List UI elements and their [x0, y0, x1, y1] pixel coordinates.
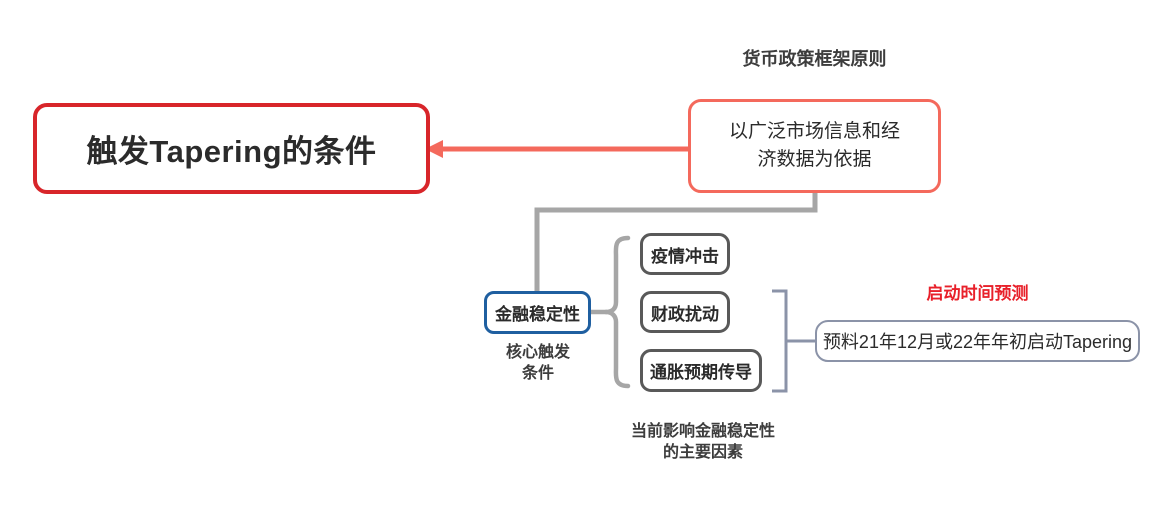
node-tapering-forecast[interactable]: 预料21年12月或22年年初启动Tapering — [815, 320, 1140, 362]
factors-forecast-bracket — [772, 289, 815, 393]
node-policy-basis-line2: 济数据为依据 — [757, 149, 872, 170]
caption-monetary-policy-framework: 货币政策框架原则 — [742, 49, 887, 69]
node-factor-epidemic-shock[interactable]: 疫情冲击 — [640, 233, 730, 275]
caption-core-trigger-condition: 核心触发 条件 — [478, 343, 598, 385]
root-principle-connector — [425, 140, 688, 158]
caption-core-line1: 核心触发 — [505, 344, 570, 361]
caption-factors-line1: 当前影响金融稳定性 — [630, 423, 775, 440]
node-policy-basis-line1: 以广泛市场信息和经 — [728, 121, 900, 143]
node-financial-stability[interactable]: 金融稳定性 — [484, 291, 591, 334]
caption-core-line2: 条件 — [521, 364, 554, 382]
caption-main-factors: 当前影响金融稳定性 的主要因素 — [590, 422, 816, 464]
caption-launch-time-forecast: 启动时间预测 — [926, 284, 1029, 303]
caption-factors-line2: 的主要因素 — [662, 443, 743, 461]
node-factor-fiscal-disturbance[interactable]: 财政扰动 — [640, 291, 730, 333]
root-node-trigger-conditions[interactable]: 触发Tapering的条件 — [33, 103, 430, 194]
node-policy-basis[interactable]: 以广泛市场信息和经 济数据为依据 — [688, 99, 941, 193]
node-factor-inflation-expectation-transmission[interactable]: 通胀预期传导 — [640, 349, 762, 392]
